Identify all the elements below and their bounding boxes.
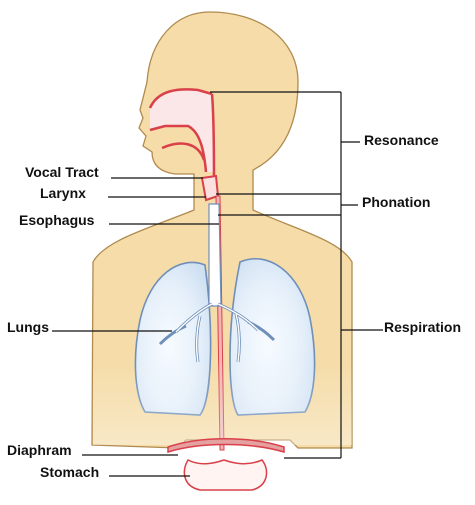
oral-cavity-outline <box>149 124 208 173</box>
label-esophagus: Esophagus <box>19 212 95 228</box>
trachea <box>208 203 222 307</box>
bronchi-inner <box>175 303 259 363</box>
tongue-outline <box>161 142 206 161</box>
label-diaphram: Diaphram <box>7 442 72 458</box>
stomach-shape <box>183 459 268 491</box>
pharynx-outline <box>210 93 216 181</box>
label-vocal-tract: Vocal Tract <box>25 164 99 180</box>
label-resonance: Resonance <box>364 132 439 148</box>
label-larynx: Larynx <box>40 185 86 201</box>
label-lungs: Lungs <box>7 319 49 335</box>
label-stomach: Stomach <box>40 464 100 480</box>
vocal-tract-cavity <box>150 89 214 172</box>
label-phonation: Phonation <box>362 194 431 210</box>
nasal-cavity-outline <box>148 88 213 109</box>
diaphragm <box>167 438 285 454</box>
label-respiration: Respiration <box>384 319 462 335</box>
lower-torso-fade <box>93 360 352 445</box>
